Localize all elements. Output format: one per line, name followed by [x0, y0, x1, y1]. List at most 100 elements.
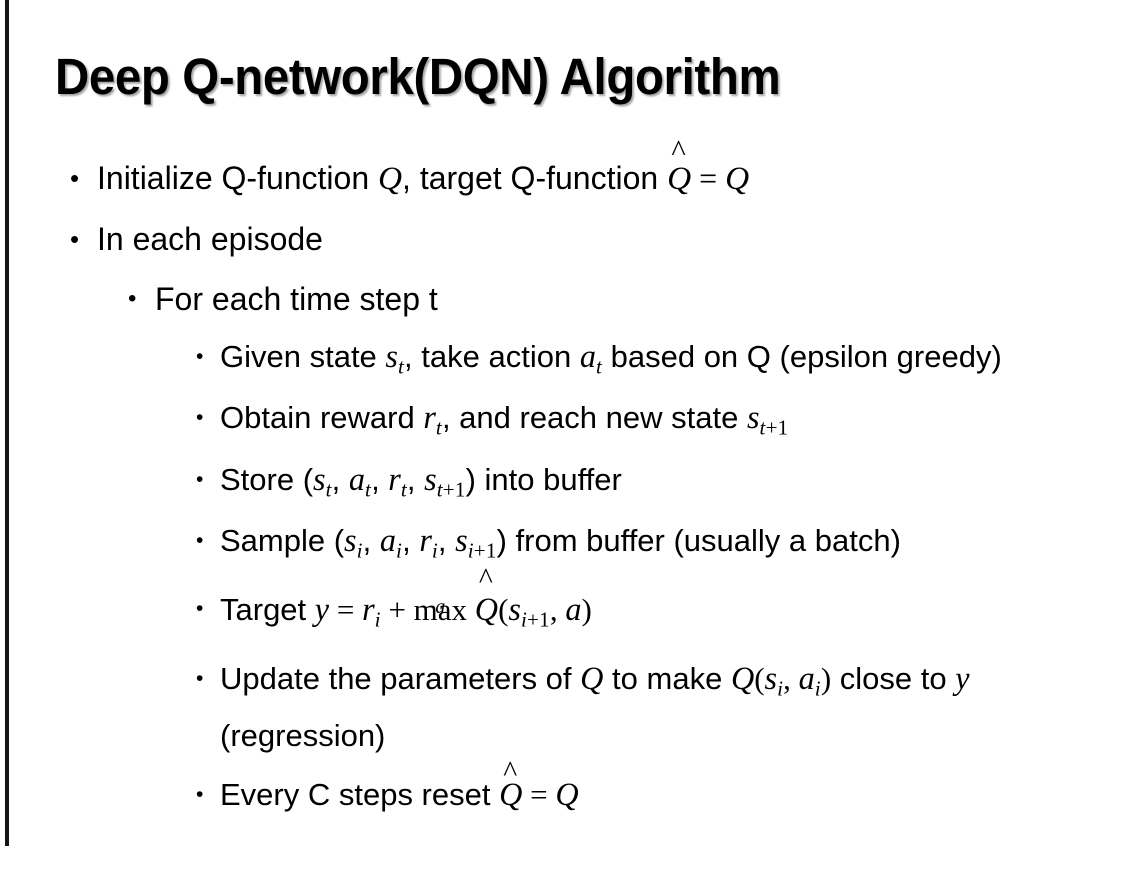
max-limit: a: [435, 595, 446, 618]
math-a: a: [798, 659, 815, 696]
bullet-marker-icon: •: [196, 666, 204, 690]
bullet-in-each-episode-text: In each episode: [97, 221, 323, 257]
text-fragment: ,: [783, 660, 799, 696]
math-y: y: [955, 659, 970, 696]
math-q: Q: [580, 659, 604, 696]
sub-var: i: [520, 607, 528, 632]
math-r: r: [362, 591, 375, 628]
bullet-marker-icon: •: [70, 163, 80, 193]
math-s: s: [746, 399, 760, 436]
math-s: s: [344, 521, 357, 558]
bullet-list: • Initialize Q-function Q, target Q-func…: [0, 135, 1124, 818]
text-fragment: (regression): [220, 717, 386, 753]
math-s: s: [455, 521, 468, 558]
bullet-given-state: • Given state st, take action at based o…: [0, 333, 1040, 390]
text-fragment: Every C steps reset: [220, 776, 500, 812]
text-fragment: ,: [549, 592, 566, 628]
bullet-marker-icon: •: [196, 597, 204, 621]
math-a: a: [579, 338, 596, 374]
math-y: y: [314, 591, 330, 628]
text-fragment: close to: [831, 660, 956, 696]
hat-accent: ^: [503, 755, 518, 788]
math-subscript: i+1: [521, 608, 550, 632]
bullet-obtain-reward: • Obtain reward rt, and reach new state …: [0, 394, 1124, 451]
text-fragment: Sample (: [220, 522, 345, 558]
math-paren: (: [754, 660, 765, 696]
math-subscript: t: [595, 354, 602, 379]
hat-base: Q: [667, 160, 692, 197]
hat-accent: ^: [671, 133, 686, 168]
bullet-update-text: Update the parameters of Q to make Q(si,…: [220, 655, 1060, 759]
math-r: r: [388, 460, 401, 497]
math-subscript: t: [325, 476, 332, 501]
sub-number: 1: [539, 607, 550, 632]
sub-var: t: [759, 415, 766, 440]
text-fragment: ) from buffer (usually a batch): [496, 522, 901, 558]
bullet-marker-icon: •: [196, 406, 204, 430]
left-accent-bar: [5, 0, 9, 846]
math-subscript: t+1: [760, 416, 789, 440]
math-subscript: t: [400, 476, 407, 501]
bullet-store-text: Store (st, at, rt, st+1) into buffer: [220, 456, 1124, 513]
math-equals: =: [699, 160, 718, 196]
math-s: s: [385, 338, 398, 374]
math-equals: =: [530, 776, 548, 812]
sub-var: t: [436, 476, 443, 501]
slide-title: Deep Q-network(DQN) Algorithm: [55, 48, 781, 105]
hat-base: Q: [474, 591, 499, 628]
math-subscript: t: [365, 476, 372, 501]
math-subscript: i: [396, 538, 403, 563]
math-subscript: t+1: [437, 477, 466, 501]
math-r: r: [423, 399, 436, 436]
math-subscript: i: [374, 607, 381, 632]
math-q: Q: [555, 775, 579, 812]
math-paren: ): [581, 592, 592, 628]
text-fragment: ,: [406, 461, 425, 497]
math-subscript: t: [397, 354, 405, 379]
text-fragment: , take action: [404, 339, 580, 374]
math-q-hat: ^Q: [474, 565, 499, 640]
math-a: a: [379, 521, 397, 558]
text-fragment: , target Q-function: [402, 160, 668, 196]
bullet-obtain-reward-text: Obtain reward rt, and reach new state st…: [220, 394, 1124, 451]
bullet-marker-icon: •: [196, 782, 204, 806]
bullet-initialize: • Initialize Q-function Q, target Q-func…: [0, 135, 1124, 209]
math-a: a: [348, 460, 365, 497]
math-s: s: [764, 659, 778, 696]
bullet-marker-icon: •: [128, 285, 137, 312]
math-subscript: i: [431, 538, 438, 563]
text-fragment: Obtain reward: [220, 400, 424, 436]
bullet-marker-icon: •: [70, 224, 80, 254]
text-fragment: Given state: [220, 339, 386, 374]
math-r: r: [419, 521, 432, 558]
bullet-sample-text: Sample (si, ai, ri, si+1) from buffer (u…: [220, 517, 1124, 574]
bullet-every-c-steps: • Every C steps reset ^Q = Q: [0, 757, 1124, 818]
math-subscript: i: [356, 538, 363, 563]
bullet-for-each-time-step-text: For each time step t: [155, 281, 438, 317]
bullet-for-each-time-step: • For each time step t: [0, 269, 1124, 329]
text-fragment: ,: [437, 522, 456, 558]
math-s: s: [424, 460, 437, 497]
text-fragment: based on Q (epsilon greedy): [602, 339, 1002, 374]
math-q-hat: ^Q: [499, 757, 523, 818]
text-fragment: ,: [362, 522, 380, 558]
text-fragment: ,: [371, 461, 389, 497]
text-fragment: , and reach new state: [441, 400, 747, 436]
bullet-marker-icon: •: [196, 345, 204, 368]
bullet-initialize-text: Initialize Q-function Q, target Q-functi…: [97, 135, 1124, 209]
sub-operator: +: [473, 538, 486, 563]
text-fragment: ,: [402, 522, 420, 558]
bullet-sample: • Sample (si, ai, ri, si+1) from buffer …: [0, 517, 1124, 574]
math-a: a: [565, 591, 582, 628]
sub-number: 1: [777, 415, 789, 440]
math-subscript: i: [777, 675, 784, 700]
bullet-marker-icon: •: [196, 528, 204, 552]
math-q: Q: [378, 160, 403, 197]
hat-base: Q: [499, 775, 523, 812]
math-q: Q: [730, 659, 755, 696]
math-subscript: t: [435, 415, 442, 440]
sub-operator: +: [527, 607, 540, 632]
sub-operator: +: [442, 476, 455, 501]
